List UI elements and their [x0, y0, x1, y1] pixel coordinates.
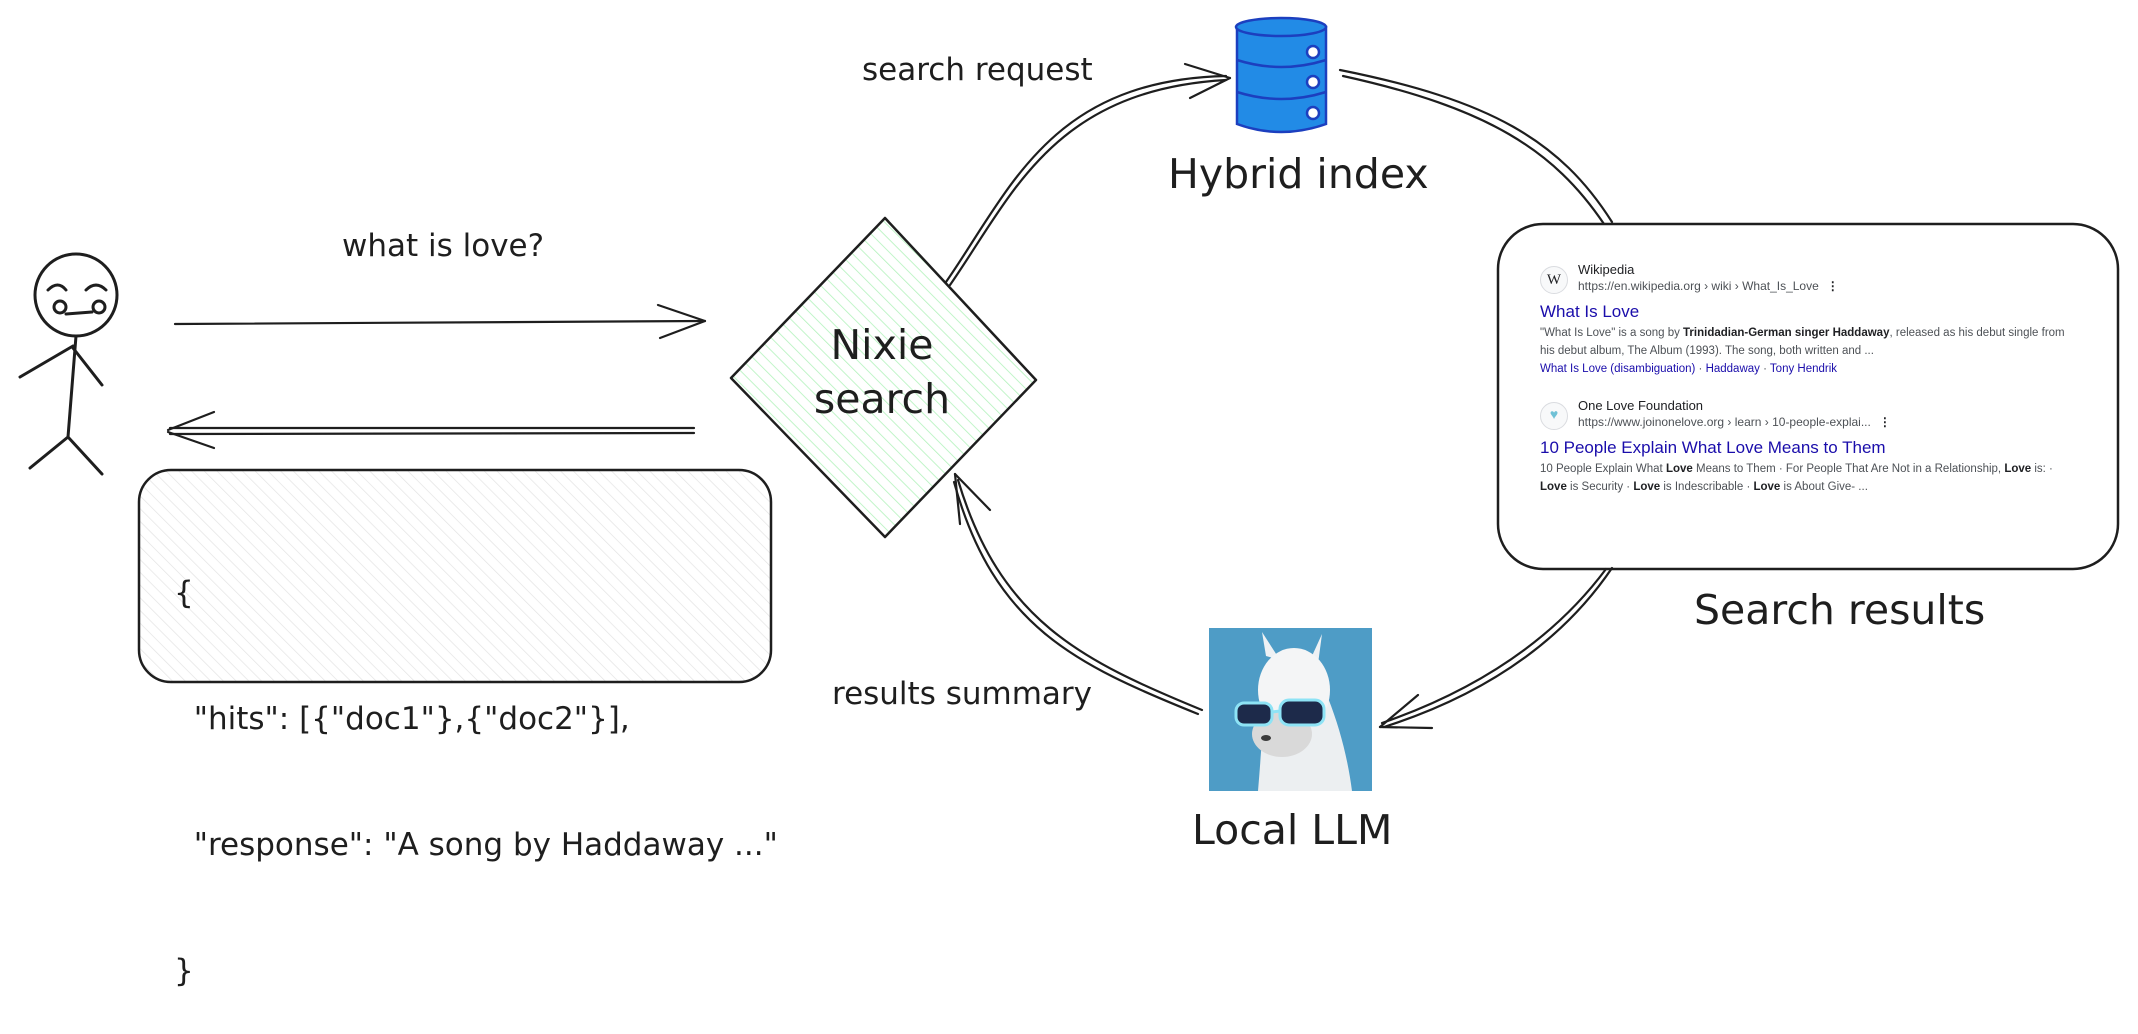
- nixie-label-line1: Nixie: [830, 321, 934, 369]
- result-url: https://www.joinonelove.org › learn › 10…: [1578, 414, 2080, 430]
- search-result-item: W Wikipedia https://en.wikipedia.org › w…: [1540, 262, 2080, 378]
- search-results-list: W Wikipedia https://en.wikipedia.org › w…: [1540, 262, 2080, 516]
- index-to-results-arrow: [1338, 68, 1614, 226]
- result-url-text[interactable]: https://en.wikipedia.org › wiki › What_I…: [1578, 279, 1819, 293]
- database-icon: [1234, 16, 1328, 134]
- wikipedia-favicon-icon: W: [1540, 266, 1568, 294]
- sitelink[interactable]: What Is Love (disambiguation): [1540, 363, 1696, 375]
- more-options-icon[interactable]: ⋮: [1878, 415, 1891, 429]
- result-title-link[interactable]: What Is Love: [1540, 302, 1640, 321]
- search-result-item: ♥ One Love Foundation https://www.joinon…: [1540, 398, 2080, 496]
- snippet-text: "What Is Love" is a song by: [1540, 327, 1684, 339]
- result-url: https://en.wikipedia.org › wiki › What_I…: [1578, 278, 2080, 294]
- nixie-label-line2: search: [813, 375, 951, 423]
- result-site-name: One Love Foundation: [1578, 398, 1704, 413]
- results-to-llm-arrow: [1378, 566, 1614, 730]
- result-snippet: "What Is Love" is a song by Trinidadian-…: [1540, 324, 2080, 360]
- json-line: {: [174, 575, 194, 611]
- nixie-search-label: Nixie search: [782, 318, 982, 426]
- search-results-box: [1496, 222, 2120, 571]
- local-llm-label: Local LLM: [1192, 806, 1393, 854]
- json-line: "response": "A song by Haddaway ...": [174, 827, 778, 863]
- response-arrow: [166, 410, 696, 450]
- sitelink[interactable]: Tony Hendrik: [1769, 363, 1838, 375]
- results-summary-label: results summary: [832, 676, 1092, 712]
- query-label: what is love?: [342, 228, 545, 264]
- heart-favicon-icon: ♥: [1540, 402, 1568, 430]
- json-response-box: [137, 468, 773, 684]
- search-request-label: search request: [862, 52, 1093, 88]
- more-options-icon[interactable]: ⋮: [1826, 279, 1839, 293]
- search-results-label: Search results: [1694, 586, 1986, 634]
- sitelink[interactable]: Haddaway: [1705, 363, 1760, 375]
- result-site-name: Wikipedia: [1578, 262, 1635, 277]
- llama-icon: [1209, 628, 1372, 791]
- json-line: }: [174, 953, 194, 989]
- snippet-text: , released as his debut single from his …: [1540, 327, 2065, 357]
- diagram-canvas: [18, 16, 2120, 791]
- query-arrow: [173, 303, 707, 340]
- snippet-highlight: Trinidadian-German singer Haddaway: [1683, 327, 1890, 339]
- json-response-text: { "hits": [{"doc1"},{"doc2"}], "response…: [174, 488, 778, 1034]
- result-sitelinks: What Is Love (disambiguation) · Haddaway…: [1540, 363, 1838, 375]
- result-snippet: 10 People Explain What Love Means to The…: [1540, 463, 2053, 493]
- result-url-text[interactable]: https://www.joinonelove.org › learn › 10…: [1578, 415, 1871, 429]
- json-line: "hits": [{"doc1"},{"doc2"}],: [174, 701, 630, 737]
- stick-figure-icon: [18, 252, 119, 476]
- nixie-search-node: [729, 216, 1038, 539]
- hybrid-index-label: Hybrid index: [1168, 150, 1429, 198]
- results-summary-arrow: [952, 472, 1204, 716]
- search-request-arrow: [944, 62, 1232, 287]
- result-title-link[interactable]: 10 People Explain What Love Means to The…: [1540, 438, 1886, 457]
